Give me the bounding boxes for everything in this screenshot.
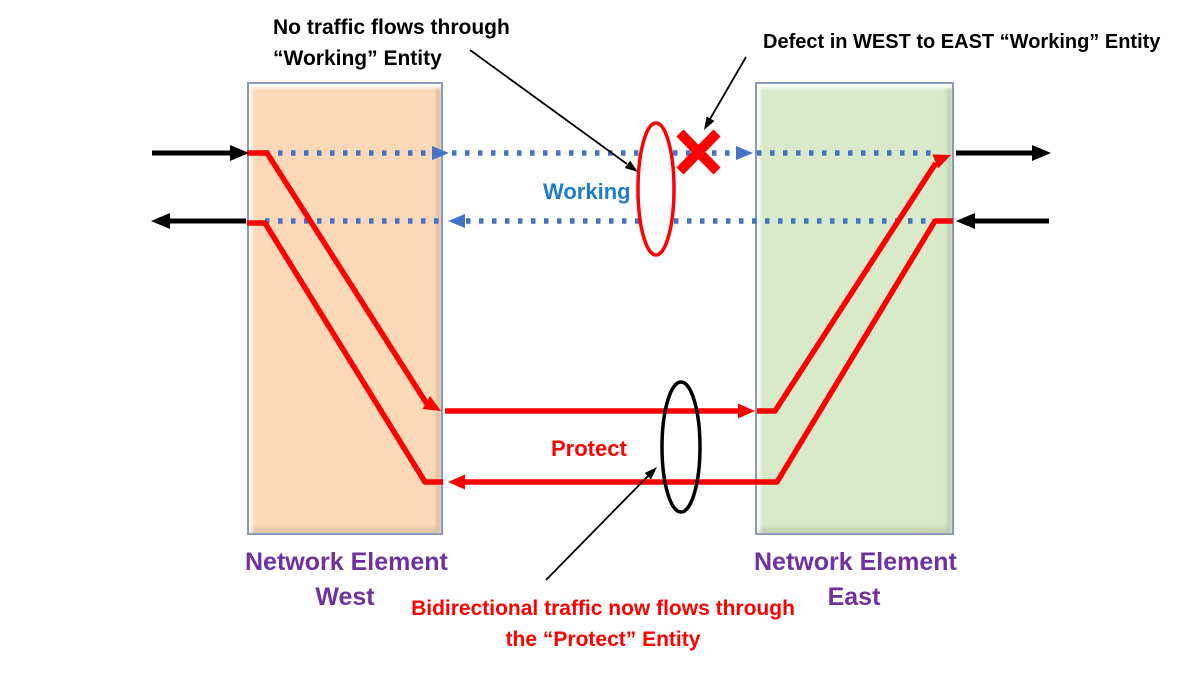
protect-arrowhead-west-exit-icon	[422, 396, 441, 411]
protect-east-rx-diagonal	[755, 218, 953, 485]
protect-east-up-diagonal	[757, 161, 939, 414]
bidirectional-callout-line	[545, 475, 649, 581]
protect-arrowhead-west-return-icon	[448, 474, 465, 490]
protect-label: Protect	[551, 436, 627, 461]
protect-entity-ellipse	[660, 380, 702, 514]
bidirectional-line1: Bidirectional traffic now flows through	[411, 597, 795, 620]
bidirectional-line2: the “Protect” Entity	[505, 628, 701, 651]
working-return-arrowhead-icon	[448, 214, 465, 228]
bidirectional-callout-arrowhead-icon	[644, 467, 657, 480]
no-traffic-annotation: No traffic flows through “Working” Entit…	[273, 12, 510, 74]
defect-callout-line	[709, 56, 747, 120]
protect-west-tx-diagonal	[247, 150, 430, 406]
working-label: Working	[543, 179, 631, 204]
west-ingress-arrowhead-icon	[230, 145, 249, 161]
protect-arrowhead-east-top-icon	[932, 154, 951, 169]
defect-annotation: Defect in WEST to EAST “Working” Entity	[763, 31, 1161, 53]
east-ingress-arrowhead-icon	[956, 213, 975, 229]
east-egress-arrowhead-icon	[1032, 145, 1051, 161]
no-traffic-callout-line	[469, 49, 628, 165]
protect-west-up-diagonal	[247, 220, 443, 485]
traffic-arrows	[151, 145, 1051, 229]
east-label-line2: East	[827, 583, 881, 611]
protect-arrowhead-east-enter-icon	[738, 403, 755, 419]
callout-arrows	[469, 49, 747, 581]
working-path-arrowheads	[432, 146, 753, 228]
protect-path-arrowheads	[422, 154, 951, 490]
no-traffic-line2: “Working” Entity	[273, 47, 442, 70]
west-egress-arrowhead-icon	[151, 213, 170, 229]
no-traffic-callout-arrowhead-icon	[624, 160, 638, 172]
defect-callout-arrowhead-icon	[704, 116, 715, 130]
working-entity-ellipse	[636, 121, 676, 257]
protect-path-lines	[247, 150, 953, 485]
no-traffic-line1: No traffic flows through	[273, 16, 510, 39]
working-arrowhead-mid-icon	[432, 146, 449, 160]
west-label-line2: West	[315, 583, 375, 611]
network-element-west-label: Network Element West	[245, 545, 448, 615]
east-label-line1: Network Element	[754, 548, 957, 576]
defect-x-icon	[676, 129, 721, 175]
network-element-east-label: Network Element East	[754, 545, 957, 615]
bidirectional-annotation: Bidirectional traffic now flows through …	[385, 593, 821, 655]
west-label-line1: Network Element	[245, 548, 448, 576]
working-path-lines	[265, 150, 932, 224]
working-arrowhead-east-icon	[736, 146, 753, 160]
